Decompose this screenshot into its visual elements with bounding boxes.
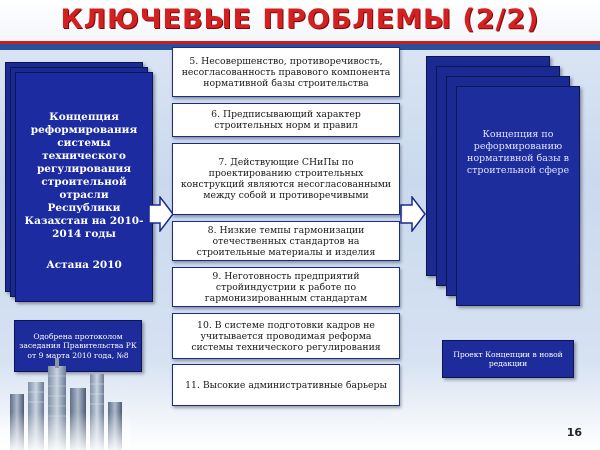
problem-11: 11. Высокие административные барьеры xyxy=(172,364,400,406)
right-arrow-icon xyxy=(400,196,426,232)
approved-note-text: Одобрена протоколом заседания Правительс… xyxy=(19,331,137,360)
problem-10-text: 10. В системе подготовки кадров не учиты… xyxy=(191,319,381,353)
problem-8-text: 8. Низкие темпы гармонизации отечественн… xyxy=(196,224,376,258)
problem-9: 9. Неготовность предприятий стройиндустр… xyxy=(172,267,400,307)
left-arrow-icon xyxy=(148,196,174,232)
problem-11-text: 11. Высокие административные барьеры xyxy=(185,379,387,391)
problem-5-text: 5. Несовершенство, противоречивость, нес… xyxy=(181,55,391,89)
problem-6-text: 6. Предписывающий характер строительных … xyxy=(211,109,361,131)
right-concept-text: Концепция по реформированию нормативной … xyxy=(466,129,570,176)
problem-7: 7. Действующие СНиПы по проектированию с… xyxy=(172,143,400,215)
problem-5: 5. Несовершенство, противоречивость, нес… xyxy=(172,47,400,97)
title-bar: КЛЮЧЕВЫЕ ПРОБЛЕМЫ (2/2) xyxy=(0,0,600,44)
page-number: 16 xyxy=(566,426,582,439)
project-note-text: Проект Концепции в новой редакции xyxy=(453,349,563,369)
project-note: Проект Концепции в новой редакции xyxy=(442,340,574,378)
slide-title: КЛЮЧЕВЫЕ ПРОБЛЕМЫ (2/2) xyxy=(60,4,540,35)
left-concept-text: Концепция реформирования системы техниче… xyxy=(24,111,144,240)
problem-7-text: 7. Действующие СНиПы по проектированию с… xyxy=(180,157,392,201)
approved-note: Одобрена протоколом заседания Правительс… xyxy=(14,320,142,372)
city-skyline-image xyxy=(0,358,130,450)
left-concept-city: Астана 2010 xyxy=(46,259,122,271)
right-concept-card: Концепция по реформированию нормативной … xyxy=(456,86,580,306)
problem-9-text: 9. Неготовность предприятий стройиндустр… xyxy=(204,270,368,304)
problem-6: 6. Предписывающий характер строительных … xyxy=(172,103,400,137)
problem-10: 10. В системе подготовки кадров не учиты… xyxy=(172,313,400,359)
problem-8: 8. Низкие темпы гармонизации отечественн… xyxy=(172,221,400,261)
left-concept-card: Концепция реформирования системы техниче… xyxy=(15,72,153,302)
